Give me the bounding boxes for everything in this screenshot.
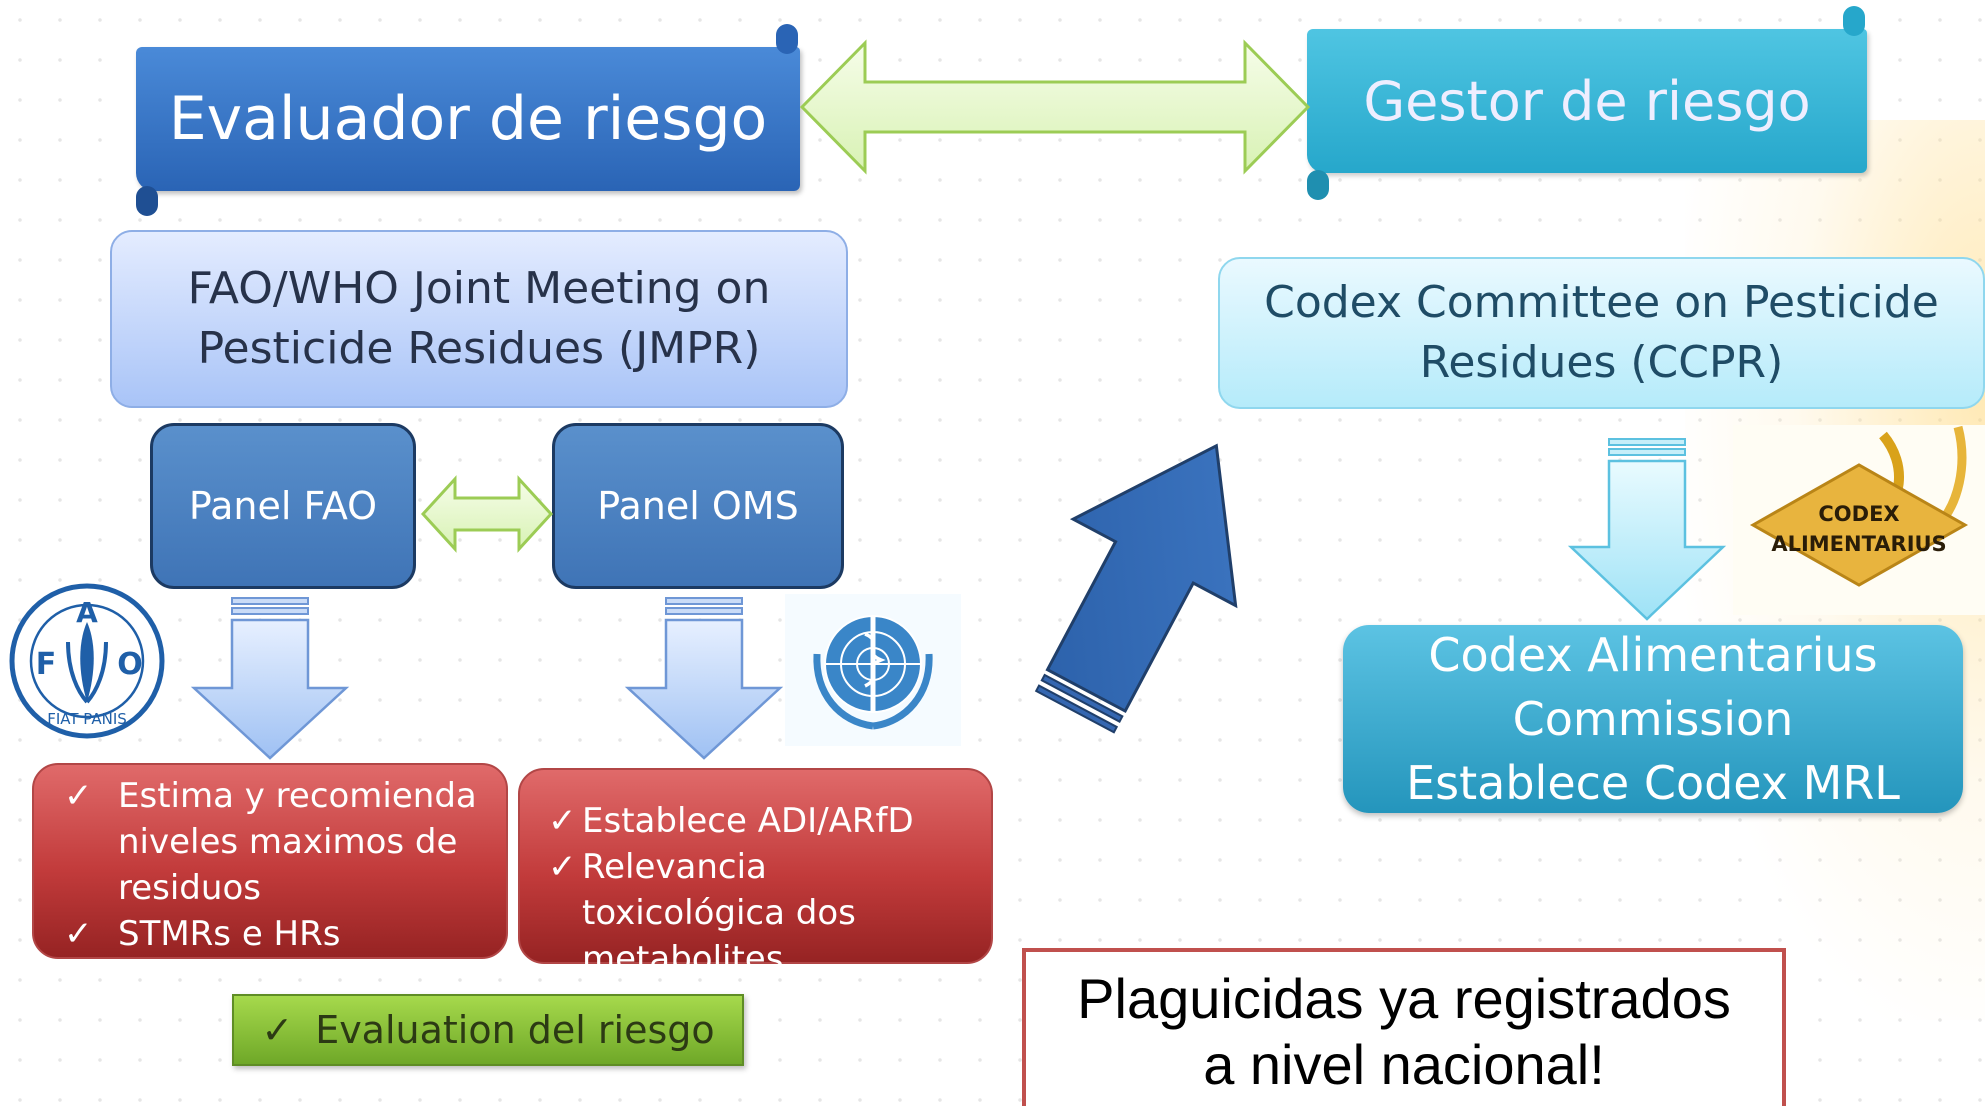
cac-box: Codex Alimentarius Commission Establece … [1343,625,1963,813]
panel-oms-label: Panel OMS [597,484,799,528]
fao-logo-f: F [36,647,57,682]
check-icon: ✓ [261,1008,294,1052]
check-icon: ✓ [548,801,577,841]
codex-logo-line-1: CODEX [1818,502,1899,526]
fao-logo-a: A [76,596,98,629]
manager-scroll-curl-bottom [1307,170,1329,200]
note-line-2: a nivel nacional! [1203,1033,1605,1096]
ccpr-box: Codex Committee on Pesticide Residues (C… [1218,257,1985,409]
cac-line-2: Commission [1512,692,1794,746]
evaluator-title: Evaluador de riesgo [168,84,768,154]
ccpr-line-1: Codex Committee on Pesticide [1264,277,1939,328]
codex-logo-line-2: ALIMENTARIUS [1771,532,1946,556]
who-logo [785,594,961,746]
panels-double-arrow [420,475,554,553]
evaluation-button-label: Evaluation del riesgo [315,1008,715,1052]
jmpr-line-2: Pesticide Residues (JMPR) [197,323,761,374]
jmpr-box: FAO/WHO Joint Meeting on Pesticide Resid… [110,230,848,408]
codex-alimentarius-logo: CODEX ALIMENTARIUS [1733,425,1985,615]
manager-banner: Gestor de riesgo [1307,29,1867,173]
oms-task-2-text: Relevancia toxicológica dos metabolites [582,847,856,979]
note-box: Plaguicidas ya registrados a nivel nacio… [1022,948,1786,1106]
fao-down-arrow [190,597,350,760]
upward-diagonal-arrow [1034,443,1238,734]
manager-scroll-curl-top [1843,6,1865,36]
check-icon: ✓ [64,776,93,816]
ccpr-down-arrow [1567,438,1727,621]
fao-task-2-text: STMRs e HRs [118,914,341,954]
oms-tasks-list: ✓ Establece ADI/ARfD ✓ Relevancia toxico… [548,798,977,982]
evaluator-scroll-curl-top [776,24,798,54]
fao-tasks-box: ✓ Estima y recomienda niveles maximos de… [32,763,508,959]
fao-task-1-text: Estima y recomienda niveles maximos de r… [118,776,477,908]
check-icon: ✓ [64,914,93,954]
cac-line-3: Establece Codex MRL [1406,756,1900,810]
manager-title: Gestor de riesgo [1363,69,1811,133]
panel-fao: Panel FAO [150,423,416,589]
codex-logo-graphic: CODEX ALIMENTARIUS [1749,425,1969,587]
jmpr-line-1: FAO/WHO Joint Meeting on [187,263,771,314]
fao-task-2: ✓ STMRs e HRs [64,911,492,957]
oms-task-2: ✓ Relevancia toxicológica dos metabolite… [548,844,977,982]
check-icon: ✓ [548,847,577,887]
fao-task-1: ✓ Estima y recomienda niveles maximos de… [64,773,492,911]
cac-line-1: Codex Alimentarius [1428,628,1878,682]
oms-task-1: ✓ Establece ADI/ARfD [548,798,977,844]
fao-logo-o: O [117,647,143,682]
panel-fao-label: Panel FAO [188,484,378,528]
ccpr-line-2: Residues (CCPR) [1419,337,1784,388]
oms-tasks-box: ✓ Establece ADI/ARfD ✓ Relevancia toxico… [518,768,993,979]
evaluator-banner: Evaluador de riesgo [136,47,800,191]
evaluator-scroll-curl-bottom [136,186,158,216]
oms-down-arrow [624,597,784,760]
fao-logo: A F O FIAT PANIS [9,583,165,739]
panel-oms: Panel OMS [552,423,844,589]
fao-logo-motto: FIAT PANIS [47,710,127,728]
evaluation-button[interactable]: ✓ Evaluation del riesgo [232,994,744,1066]
fao-tasks-list: ✓ Estima y recomienda niveles maximos de… [64,773,492,957]
note-line-1: Plaguicidas ya registrados [1077,967,1731,1030]
evaluator-manager-double-arrow [799,39,1311,175]
oms-task-1-text: Establece ADI/ARfD [582,801,914,841]
